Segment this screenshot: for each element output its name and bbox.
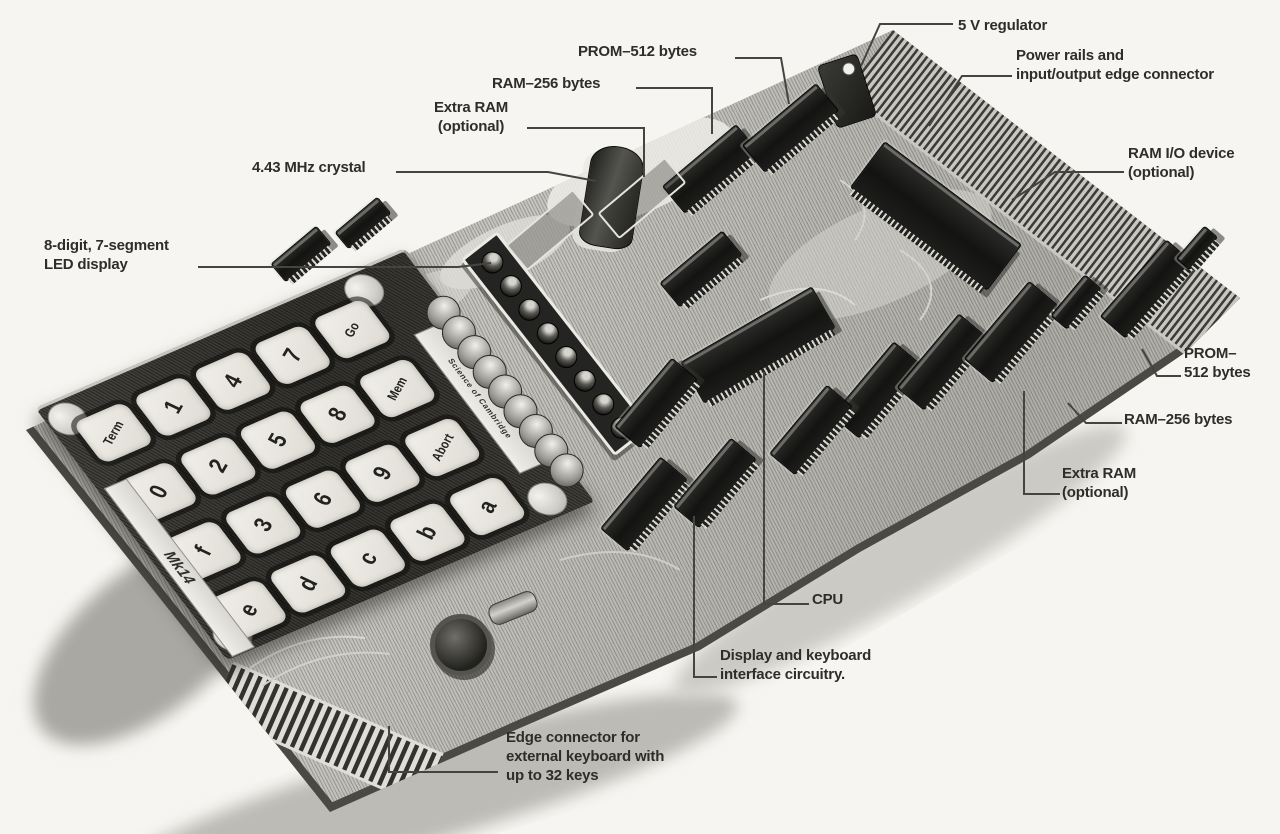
key-label: e (232, 598, 264, 621)
callout-prom-top: PROM–512 bytes (578, 42, 697, 61)
callout-line: RAM–256 bytes (492, 75, 601, 92)
chip-left-small-2 (334, 196, 392, 250)
key-label: 4 (217, 370, 248, 392)
key-label: d (291, 572, 324, 595)
key-label: 0 (142, 480, 174, 503)
key-label: Mem (383, 374, 411, 403)
callout-line: Extra RAM (1062, 465, 1137, 482)
key-label: 8 (321, 403, 353, 425)
key-label: Go (341, 319, 364, 340)
callout-line: 512 bytes (1184, 364, 1251, 381)
key-label: 5 (261, 429, 293, 451)
callout-line: 8-digit, 7-segment (44, 237, 169, 254)
callout-ram-top: RAM–256 bytes (492, 74, 600, 93)
callout-line: (optional) (1062, 484, 1129, 501)
callout-5v-regulator: 5 V regulator (958, 16, 1047, 35)
key-label: 3 (247, 513, 279, 536)
callout-extra-ram-right: Extra RAM (optional) (1062, 464, 1136, 502)
callout-prom-right: PROM– 512 bytes (1184, 344, 1251, 382)
led-digit (476, 247, 508, 278)
callout-line: Edge connector for (506, 729, 640, 746)
key-label: 9 (366, 462, 398, 484)
led-digit (587, 388, 619, 420)
callout-line: external keyboard with (506, 748, 665, 765)
callout-ram-io: RAM I/O device (optional) (1128, 144, 1235, 182)
led-digit (550, 341, 582, 373)
chip-left-small-1 (270, 225, 332, 283)
key-label: c (351, 547, 383, 569)
callout-line: PROM– (1184, 345, 1237, 362)
callout-line: 5 V regulator (958, 17, 1048, 34)
callout-line: LED display (44, 256, 128, 273)
callout-crystal: 4.43 MHz crystal (252, 158, 366, 177)
callout-extra-ram-top: Extra RAM (optional) (418, 98, 524, 136)
callout-line: (optional) (437, 118, 505, 135)
key-label: 6 (306, 488, 338, 510)
key-label: 2 (202, 454, 234, 477)
callout-display-interface: Display and keyboard interface circuitry… (720, 646, 871, 684)
callout-line: (optional) (1128, 164, 1195, 181)
callout-line: RAM–256 bytes (1124, 411, 1233, 428)
callout-line: Extra RAM (433, 99, 509, 116)
callout-line: CPU (812, 591, 844, 608)
callout-line: PROM–512 bytes (578, 43, 697, 60)
callout-keyboard-edge: Edge connector for external keyboard wit… (506, 728, 664, 785)
key-label: Abort (427, 431, 457, 464)
callout-ram-right: RAM–256 bytes (1124, 410, 1232, 429)
callout-led-display: 8-digit, 7-segment LED display (44, 236, 169, 274)
round-component (430, 614, 492, 676)
callout-line: Display and keyboard (720, 647, 872, 664)
callout-line: 4.43 MHz crystal (252, 159, 366, 176)
led-digit (513, 294, 545, 326)
header-corner (1175, 225, 1219, 271)
key-label: 1 (157, 395, 189, 418)
callout-cpu: CPU (812, 590, 843, 609)
key-label: a (471, 495, 503, 518)
callout-power-rails: Power rails and input/output edge connec… (1016, 46, 1214, 84)
callout-line: RAM I/O device (1128, 145, 1235, 162)
callout-line: input/output edge connector (1016, 66, 1214, 83)
callout-line: up to 32 keys (506, 767, 599, 784)
led-digit (569, 365, 601, 397)
key-label: Term (100, 418, 128, 448)
key-label: f (188, 541, 218, 560)
mounting-hole (840, 60, 857, 78)
leader-crystal (396, 171, 597, 182)
key-label: 7 (276, 344, 308, 366)
callout-line: Power rails and (1016, 47, 1124, 64)
key-label: b (411, 520, 443, 544)
led-digit (495, 270, 527, 302)
led-digit (532, 317, 564, 349)
callout-line: interface circuitry. (720, 666, 845, 683)
